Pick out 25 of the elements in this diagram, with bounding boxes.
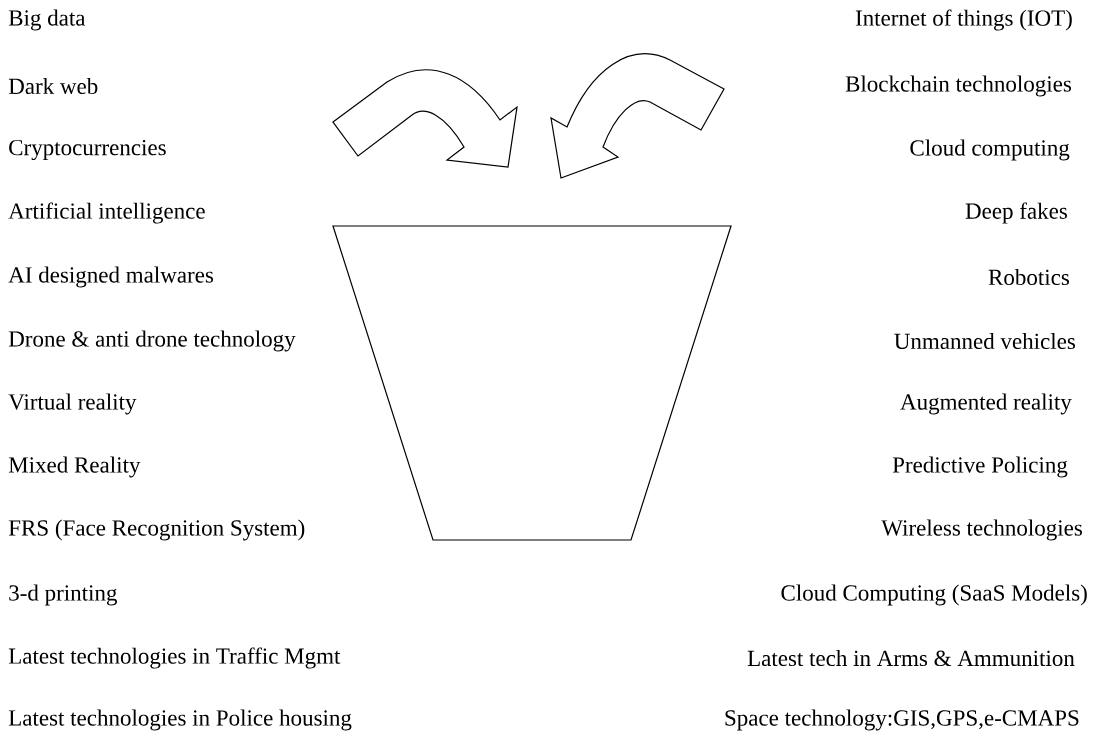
list-item: Unmanned vehicles xyxy=(894,332,1075,350)
list-item: Drone & anti drone technology xyxy=(8,330,296,352)
list-item: Internet of things (IOT) xyxy=(855,9,1072,31)
list-item: Dark web xyxy=(8,77,98,95)
list-item: Latest technologies in Police housing xyxy=(8,709,352,731)
list-item: Artificial intelligence xyxy=(8,202,205,224)
list-item: AI designed malwares xyxy=(8,266,214,288)
list-item: Cryptocurrencies xyxy=(9,139,166,161)
list-item: 3-d printing xyxy=(9,584,117,606)
bucket-shape xyxy=(332,225,732,541)
list-item: Predictive Policing xyxy=(892,456,1068,478)
list-item: Mixed Reality xyxy=(8,456,141,478)
list-item: Virtual reality xyxy=(8,393,137,415)
list-item: FRS (Face Recognition System) xyxy=(8,519,305,541)
list-item: Cloud computing xyxy=(910,139,1070,161)
list-item: Cloud Computing (SaaS Models) xyxy=(781,584,1087,606)
list-item: Robotics xyxy=(988,268,1069,286)
list-item: Latest tech in Arms & Ammunition xyxy=(747,649,1075,667)
list-item: Blockchain technologies xyxy=(845,75,1071,97)
list-item: Augmented reality xyxy=(900,393,1072,415)
list-item: Wireless technologies xyxy=(881,519,1082,541)
list-item: Deep fakes xyxy=(965,202,1067,224)
list-item: Big data xyxy=(8,9,86,31)
list-item: Latest technologies in Traffic Mgmt xyxy=(8,647,341,669)
list-item: Space technology:GIS,GPS,e-CMAPS xyxy=(725,709,1079,731)
